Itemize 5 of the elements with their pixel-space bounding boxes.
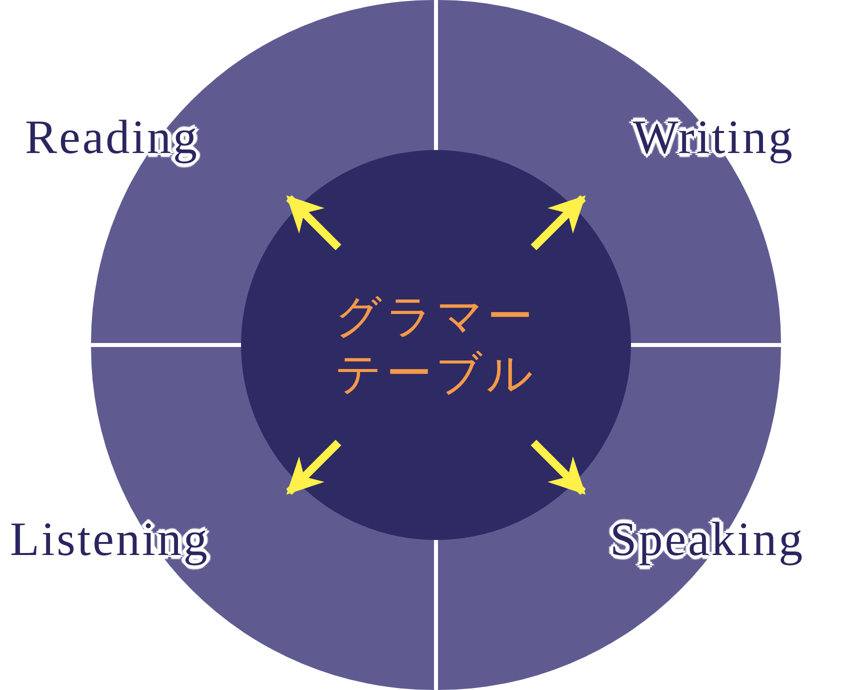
arrow [530,195,586,250]
arrow [530,440,586,495]
arrow [286,195,342,250]
center-title: グラマーテーブル [334,288,538,402]
arrow [286,440,342,495]
